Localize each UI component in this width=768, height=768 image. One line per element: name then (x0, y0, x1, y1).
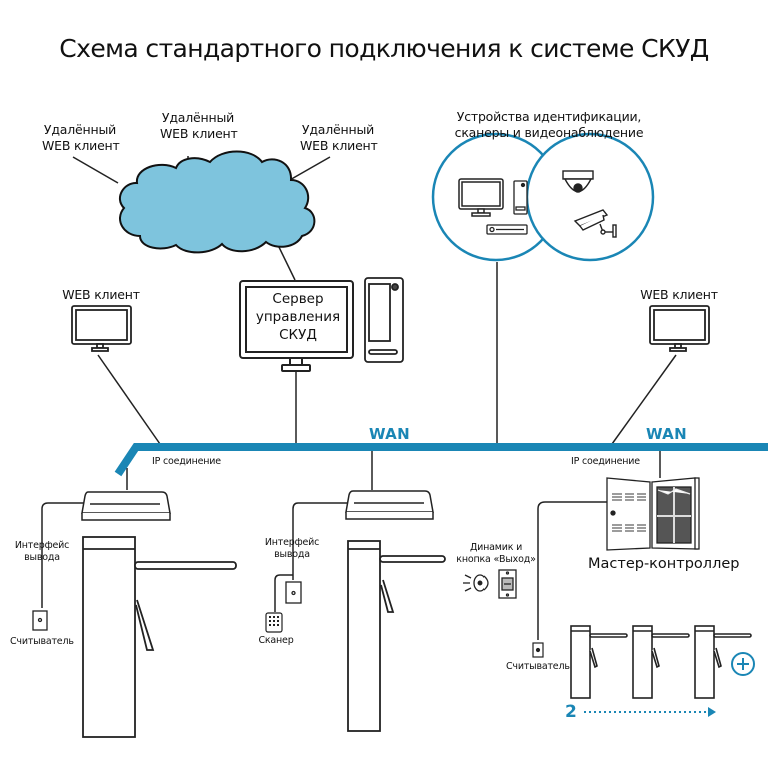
speaker-exit-line1: Динамик и (469, 542, 523, 553)
turnstile-small-2-icon (632, 625, 690, 699)
network-hub-1 (81, 491, 171, 521)
remote-client-label-right: Удалённый WEB клиент (300, 122, 378, 154)
remote-client-center-line2: WEB клиент (160, 126, 238, 141)
web-client-left-label: WEB клиент (62, 287, 140, 302)
remote-client-label-left: Удалённый WEB клиент (42, 122, 120, 154)
scanner-keypad-icon (265, 612, 283, 633)
remote-client-label-center: Удалённый WEB клиент (160, 110, 238, 142)
speaker-exit-line2: кнопка «Выход» (456, 554, 536, 565)
identification-label: Устройства идентификации, сканеры и виде… (438, 109, 660, 141)
reader-right-label: Считыватель (506, 661, 570, 672)
arrow-head-icon (708, 707, 716, 717)
turnstile-1-icon (82, 536, 237, 738)
turnstile-2-icon (347, 540, 446, 732)
server-tower-icon (364, 277, 404, 363)
monitor-icon (458, 178, 504, 217)
identification-circle-right (525, 132, 655, 262)
hub2-interface-wire (292, 502, 350, 580)
server-label-line3: СКУД (279, 327, 317, 343)
network-hub-2 (345, 490, 434, 520)
scanner-wire (274, 574, 293, 612)
remote-client-left-line1: Удалённый (43, 122, 117, 137)
connector-lines (41, 156, 677, 640)
cloud-icon (118, 150, 316, 254)
web-client-right-label: WEB клиент (640, 287, 718, 302)
reader-middle-icon (285, 581, 302, 604)
cloud-server-link (276, 242, 296, 281)
plus-circle-icon[interactable] (731, 652, 755, 676)
hub1-reader-wire (41, 502, 84, 608)
ip-connection-right-label: IP соединение (571, 456, 640, 467)
turnstile-small-3-icon (694, 625, 752, 699)
diagram-title: Схема стандартного подключения к системе… (59, 34, 709, 63)
identification-label-line1: Устройства идентификации, (456, 109, 642, 124)
interface-left-line2: вывода (24, 552, 60, 563)
cloud-link-left (72, 156, 119, 184)
remote-client-center-line1: Удалённый (161, 110, 235, 125)
remote-client-left-line2: WEB клиент (42, 138, 120, 153)
wan-label-2: WAN (646, 425, 687, 443)
dome-camera-icon (562, 170, 594, 193)
scanner-label: Сканер (258, 635, 294, 646)
webclient-left-link (97, 354, 161, 445)
server-label: Сервер управления СКУД (246, 290, 350, 344)
exit-button-icon (498, 569, 517, 599)
server-label-line2: управления (255, 309, 341, 325)
reader-left-icon (32, 610, 48, 631)
ip-connection-left-label: IP соединение (152, 456, 221, 467)
web-client-right-monitor (649, 305, 710, 352)
server-label-line1: Сервер (272, 291, 324, 307)
turnstile-small-1-icon (570, 625, 628, 699)
speaker-exit-label: Динамик и кнопка «Выход» (456, 542, 536, 566)
cloud-link-right (287, 156, 331, 182)
web-client-left-monitor (71, 305, 132, 352)
master-controller-label: Мастер-контроллер (588, 556, 740, 572)
bullet-camera-icon (573, 209, 617, 238)
remote-client-right-line2: WEB клиент (300, 138, 378, 153)
server-monitor-icon (239, 280, 354, 372)
pc-tower-icon (513, 180, 528, 215)
wan-backbone (114, 443, 768, 477)
wan-label-1: WAN (369, 425, 410, 443)
interface-middle-line1: Интерфейс (264, 537, 320, 548)
master-controller-icon (606, 477, 700, 551)
dvr-icon (486, 224, 528, 235)
reader-left-label: Считыватель (10, 636, 74, 647)
speaker-icon (463, 574, 489, 592)
interface-left-label: Интерфейс вывода (12, 540, 72, 564)
identification-label-line2: сканеры и видеонаблюдение (454, 125, 644, 140)
interface-middle-line2: вывода (274, 549, 310, 560)
turnstile-count: 2 (565, 702, 577, 722)
reader-right-icon (532, 642, 544, 658)
webclient-right-link (611, 354, 677, 445)
controller-reader-wire (537, 501, 608, 640)
remote-client-right-line1: Удалённый (301, 122, 375, 137)
interface-middle-label: Интерфейс вывода (262, 537, 322, 561)
interface-left-line1: Интерфейс (14, 540, 70, 551)
